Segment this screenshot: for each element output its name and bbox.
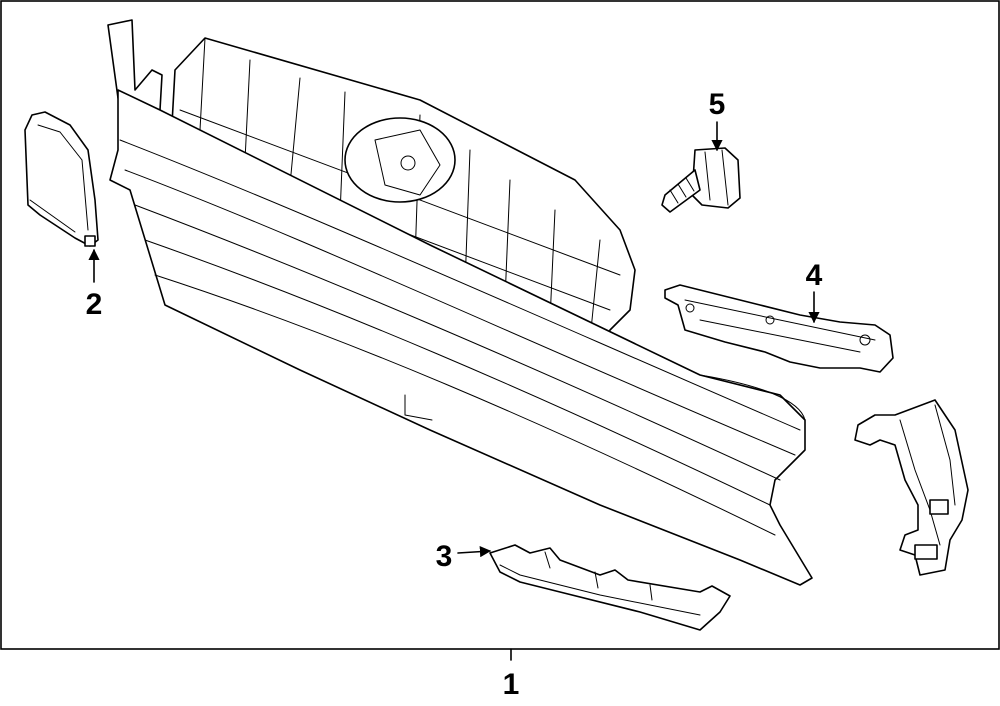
callout-2: 2 [86,288,103,321]
callout-5: 5 [709,88,726,121]
callout-1: 1 [503,668,520,701]
diagram-frame [0,0,1000,650]
leader-3 [457,546,492,558]
side-bracket-part[interactable] [24,111,99,247]
callout-4: 4 [806,259,823,292]
right-side-bracket-part[interactable] [854,399,969,576]
bumper-assembly-part[interactable] [107,19,813,586]
bumper-bracket-part[interactable] [664,284,894,373]
bolt-part[interactable] [661,147,741,213]
callout-3: 3 [436,540,453,573]
lower-deflector-part[interactable] [489,544,731,631]
